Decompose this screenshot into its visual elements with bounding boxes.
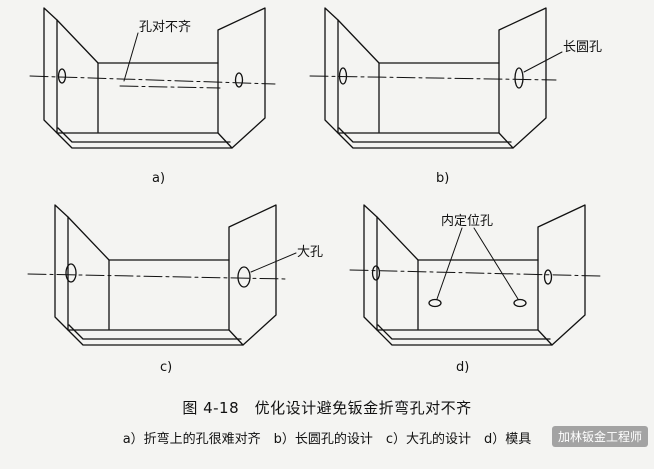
callout-d: 内定位孔: [441, 213, 493, 229]
panel-label-d: d): [456, 360, 469, 375]
figure-title: 图 4-18 优化设计避免钣金折弯孔对不齐: [182, 399, 472, 417]
figure-notes: a）折弯上的孔很难对齐 b）长圆孔的设计 c）大孔的设计 d）模具: [122, 432, 532, 447]
callout-c: 大孔: [297, 245, 323, 260]
callout-b: 长圆孔: [563, 40, 602, 55]
panel-a-part: [29, 7, 276, 149]
watermark-badge: 加林钣金工程师: [551, 426, 648, 447]
panel-label-a: a): [152, 171, 165, 186]
panel-b-part: [309, 7, 563, 149]
panel-d-part: [349, 204, 601, 346]
panel-label-c: c): [160, 360, 172, 375]
callout-a: 孔对不齐: [139, 19, 191, 35]
panel-label-b: b): [436, 171, 449, 186]
panel-c-part: [27, 204, 297, 346]
